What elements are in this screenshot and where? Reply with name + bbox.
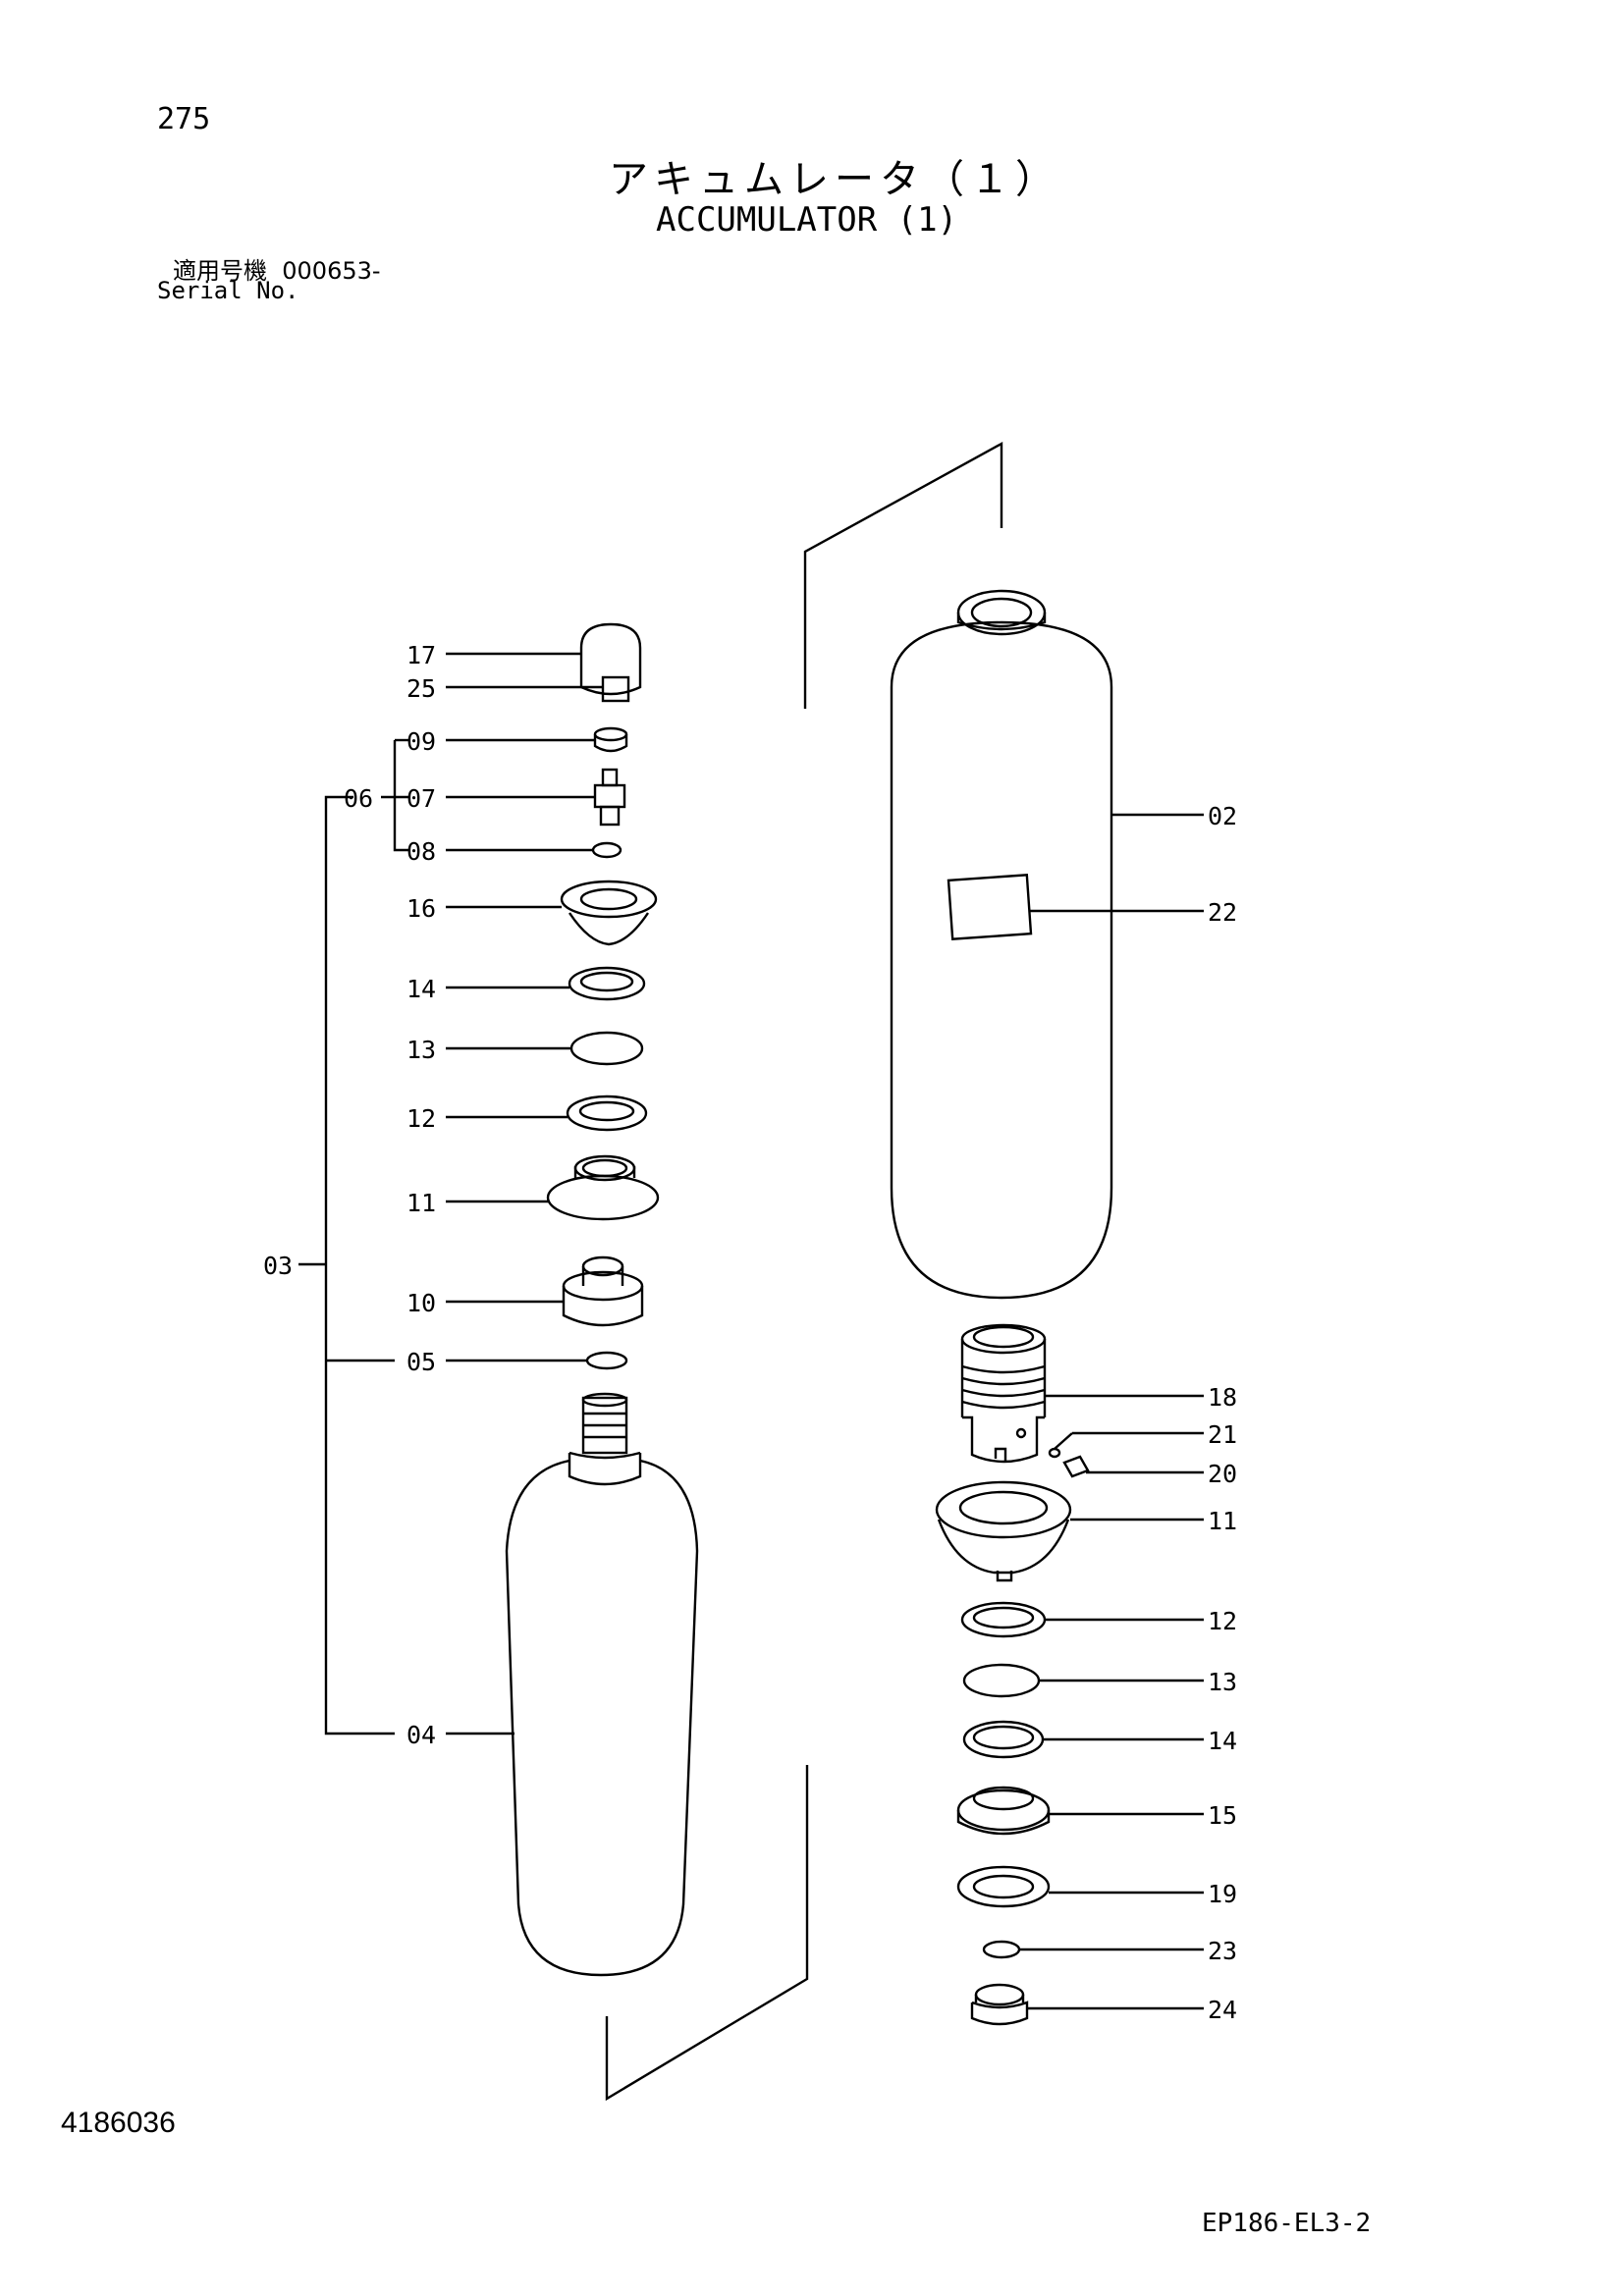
serial-line-japanese: 適用号機 000653- <box>173 251 381 286</box>
callout-13-right: 13 <box>1208 1668 1237 1696</box>
serial-value: 000653- <box>282 257 381 285</box>
part-19-ring <box>956 1865 1051 1908</box>
connector-break-line-top <box>803 441 1003 709</box>
part-11-flange-right <box>935 1480 1072 1582</box>
callout-12: 12 <box>406 1104 436 1133</box>
part-14-ring-right <box>962 1720 1045 1759</box>
connector-break-line-bottom <box>605 1765 809 2102</box>
part-02-shell <box>890 589 1113 1300</box>
title-japanese: アキュムレータ（１） <box>609 157 1060 202</box>
callout-03: 03 <box>263 1252 293 1280</box>
bracket-03 <box>324 795 395 1735</box>
part-22-label <box>947 874 1033 940</box>
document-number: 4186036 <box>61 2107 176 2139</box>
part-13-disc-right <box>962 1663 1041 1698</box>
part-07-valve-core <box>593 768 626 827</box>
part-21-o-ring <box>1048 1447 1061 1459</box>
part-24-cap <box>970 1983 1029 2026</box>
callout-02: 02 <box>1208 802 1237 830</box>
callout-14: 14 <box>406 975 436 1003</box>
callout-15: 15 <box>1208 1801 1237 1830</box>
callout-06: 06 <box>344 784 373 813</box>
bracket-06 <box>393 740 408 852</box>
callout-25: 25 <box>406 674 436 703</box>
callout-21: 21 <box>1208 1420 1237 1449</box>
callout-13: 13 <box>406 1036 436 1064</box>
drawing-code: EP186-EL3-2 <box>1202 2209 1372 2238</box>
callout-08: 08 <box>406 837 436 866</box>
part-09-valve-cap <box>593 726 628 753</box>
title-english: ACCUMULATOR (1) <box>656 200 958 240</box>
serial-label-english: Serial No. <box>157 277 299 304</box>
part-17-cap <box>579 622 642 696</box>
part-12-ring-right <box>960 1601 1047 1638</box>
callout-20: 20 <box>1208 1460 1237 1488</box>
part-04-bladder <box>505 1392 699 1977</box>
part-08-o-ring <box>591 841 623 859</box>
part-20-plug <box>1062 1455 1090 1478</box>
callout-17: 17 <box>406 641 436 669</box>
callout-05: 05 <box>406 1348 436 1376</box>
callout-22: 22 <box>1208 898 1237 927</box>
callout-12-right: 12 <box>1208 1607 1237 1635</box>
callout-07: 07 <box>406 784 436 813</box>
part-10-nut <box>562 1255 644 1327</box>
callout-18: 18 <box>1208 1383 1237 1412</box>
callout-10: 10 <box>406 1289 436 1317</box>
page-number: 275 <box>157 102 211 136</box>
part-23-o-ring <box>982 1940 1021 1959</box>
part-16-gland <box>560 880 658 946</box>
part-18-valve-body <box>960 1323 1047 1464</box>
callout-04: 04 <box>406 1721 436 1749</box>
callout-14-right: 14 <box>1208 1727 1237 1755</box>
callout-24: 24 <box>1208 1996 1237 2024</box>
leader-21 <box>1054 1432 1073 1450</box>
part-13-disc <box>569 1031 644 1066</box>
callout-09: 09 <box>406 727 436 756</box>
part-11-flange <box>546 1154 660 1221</box>
part-12-ring <box>566 1095 648 1132</box>
callout-11-right: 11 <box>1208 1507 1237 1535</box>
part-05-o-ring <box>585 1351 628 1370</box>
part-25-label <box>601 675 630 703</box>
serial-label-jp: 適用号機 <box>173 257 267 285</box>
callout-11: 11 <box>406 1189 436 1217</box>
part-14-ring <box>568 966 646 1001</box>
callout-16: 16 <box>406 894 436 923</box>
callout-19: 19 <box>1208 1880 1237 1908</box>
callout-23: 23 <box>1208 1937 1237 1965</box>
part-15-ring <box>956 1786 1051 1836</box>
